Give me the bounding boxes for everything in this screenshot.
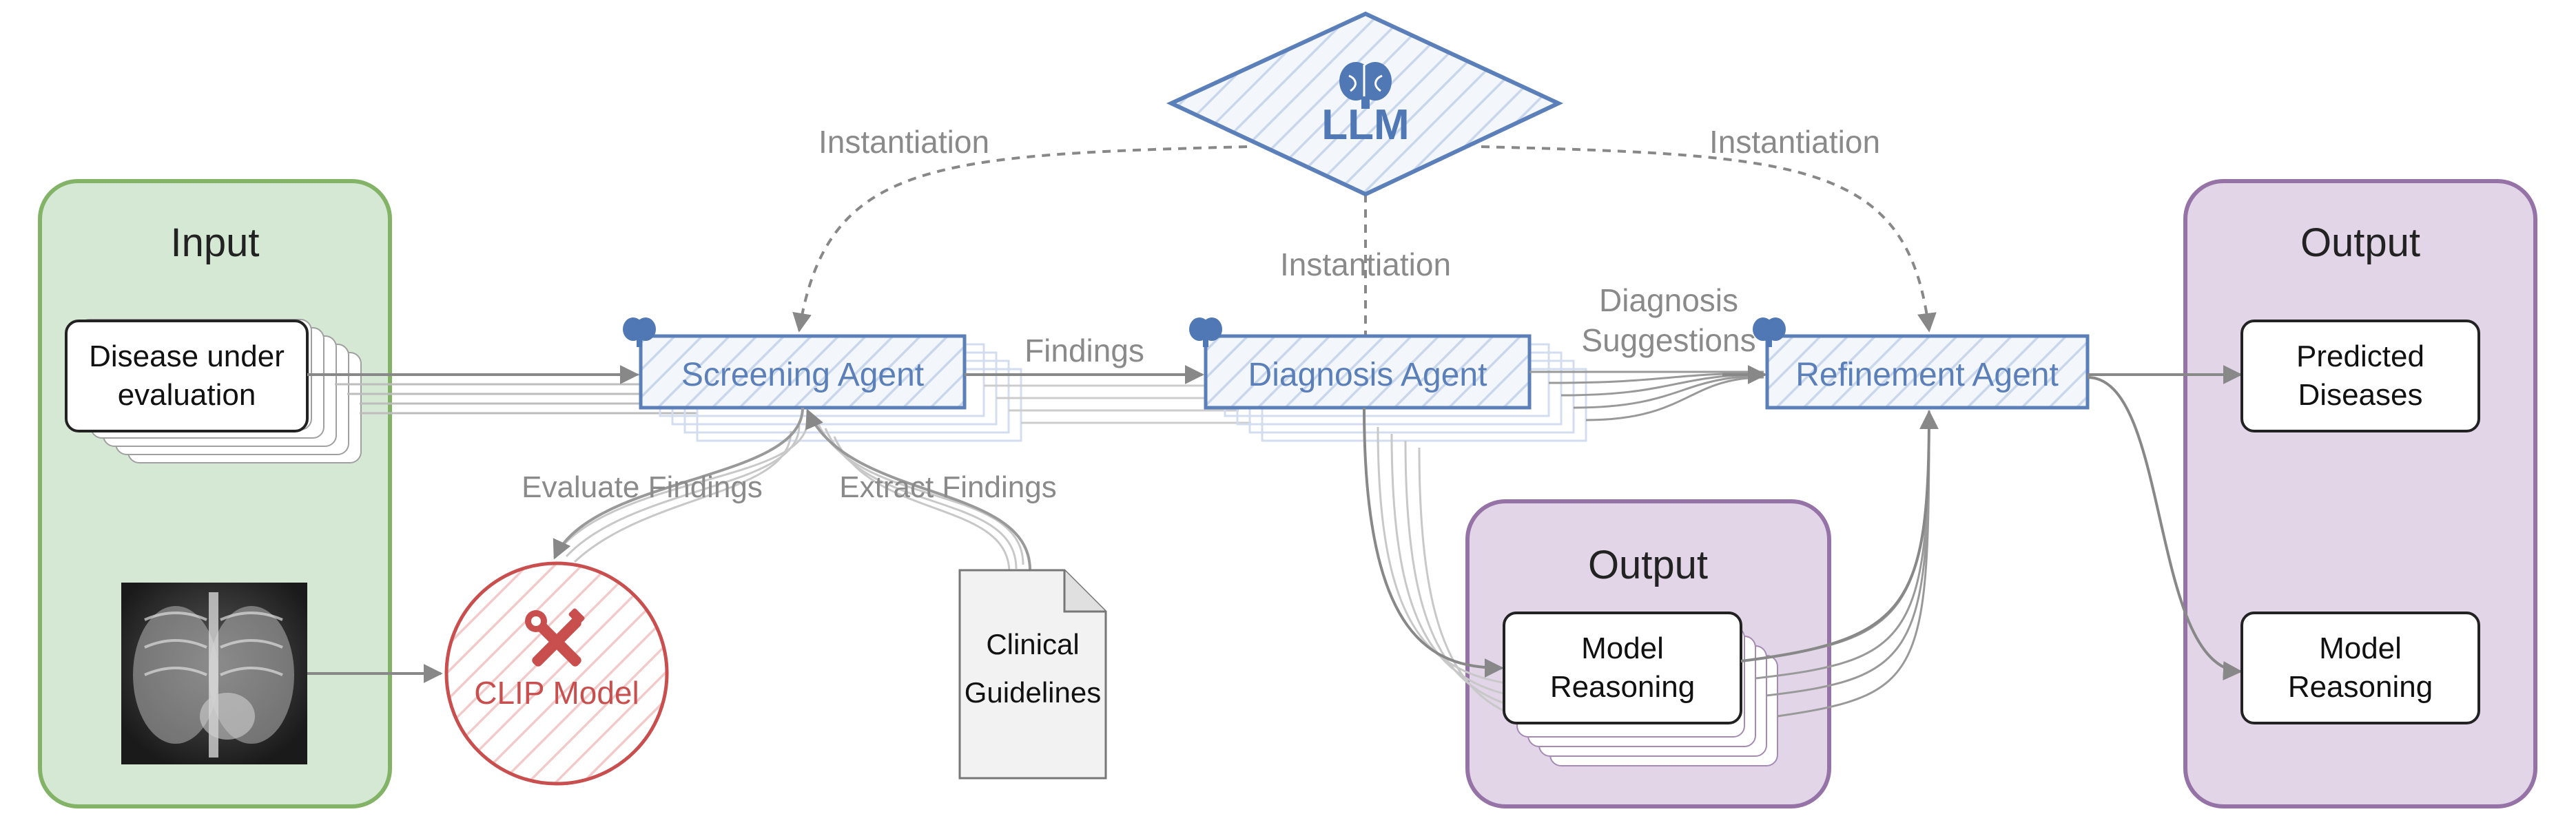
refinement-brain-icon — [1753, 317, 1786, 347]
disease-input-line1: Disease under — [89, 340, 285, 373]
extract-findings-label: Extract Findings — [839, 470, 1056, 504]
instantiation-arrow-refinement — [1481, 145, 1937, 333]
diagnosis-to-reasoning-arrow — [1363, 407, 1504, 678]
input-panel-title: Input — [171, 220, 260, 265]
middle-reasoning-line1: Model — [1581, 631, 1664, 665]
middle-output-title: Output — [1588, 543, 1708, 587]
predicted-diseases-line1: Predicted — [2296, 340, 2424, 373]
tools-icon — [525, 608, 585, 667]
screening-agent-label: Screening Agent — [681, 357, 924, 393]
chest-xray-image — [121, 583, 307, 764]
extract-findings-lines — [815, 419, 1024, 574]
instantiation-label-right: Instantiation — [1709, 124, 1880, 160]
llm-node: LLM — [1166, 11, 1564, 197]
diagnosis-suggestions-label-line2: Suggestions — [1581, 322, 1755, 358]
disease-input-stack: Disease under evaluation — [65, 319, 362, 463]
reasoning-to-refinement-arrow — [1740, 410, 1939, 662]
extract-findings-arrow — [805, 408, 1031, 571]
diagnosis-agent-label: Diagnosis Agent — [1248, 357, 1487, 393]
instantiation-arrow-screening — [792, 145, 1248, 333]
document-icon — [958, 569, 1107, 780]
predicted-diseases-box — [2240, 320, 2480, 432]
middle-reasoning-stack: Model Reasoning — [1503, 612, 1778, 766]
clinical-guidelines-line2: Guidelines — [965, 676, 1101, 709]
middle-reasoning-box — [1503, 612, 1742, 724]
clinical-guidelines-document: Clinical Guidelines — [958, 569, 1107, 780]
clip-model-circle — [444, 561, 669, 786]
brain-icon — [1339, 62, 1392, 109]
instantiation-label-middle: Instantiation — [1280, 247, 1451, 282]
middle-reasoning-line2: Reasoning — [1550, 670, 1695, 704]
screening-agent-box — [639, 334, 967, 410]
diagnosis-brain-icon — [1189, 317, 1222, 347]
disease-input-box — [65, 320, 309, 432]
screening-to-diagnosis-lines — [984, 384, 1251, 424]
evaluate-findings-arrow — [553, 407, 804, 560]
screening-brain-icon — [623, 317, 656, 347]
refinement-agent-label: Refinement Agent — [1795, 357, 2059, 393]
findings-label: Findings — [1024, 333, 1144, 368]
clinical-guidelines-line1: Clinical — [986, 628, 1079, 660]
instantiation-arrows — [792, 145, 1937, 355]
diagnosis-agent-box — [1204, 334, 1532, 410]
clip-model-label: CLIP Model — [474, 675, 639, 711]
evaluate-findings-lines — [557, 419, 809, 563]
refinement-agent-box — [1765, 334, 2090, 410]
right-reasoning-line2: Reasoning — [2288, 670, 2433, 704]
llm-label: LLM — [1321, 101, 1409, 149]
diagnosis-suggestion-lines — [1529, 370, 1764, 421]
evaluate-findings-label: Evaluate Findings — [522, 470, 763, 504]
right-reasoning-box — [2240, 612, 2480, 724]
instantiation-label-left: Instantiation — [818, 124, 989, 160]
right-output-title: Output — [2300, 220, 2420, 265]
predicted-diseases-line2: Diseases — [2298, 378, 2423, 412]
diagnosis-suggestions-label-line1: Diagnosis — [1599, 282, 1738, 318]
disease-input-line2: evaluation — [118, 378, 256, 412]
refinement-to-reasoning-arrow — [2087, 376, 2243, 680]
right-reasoning-line1: Model — [2319, 631, 2402, 665]
